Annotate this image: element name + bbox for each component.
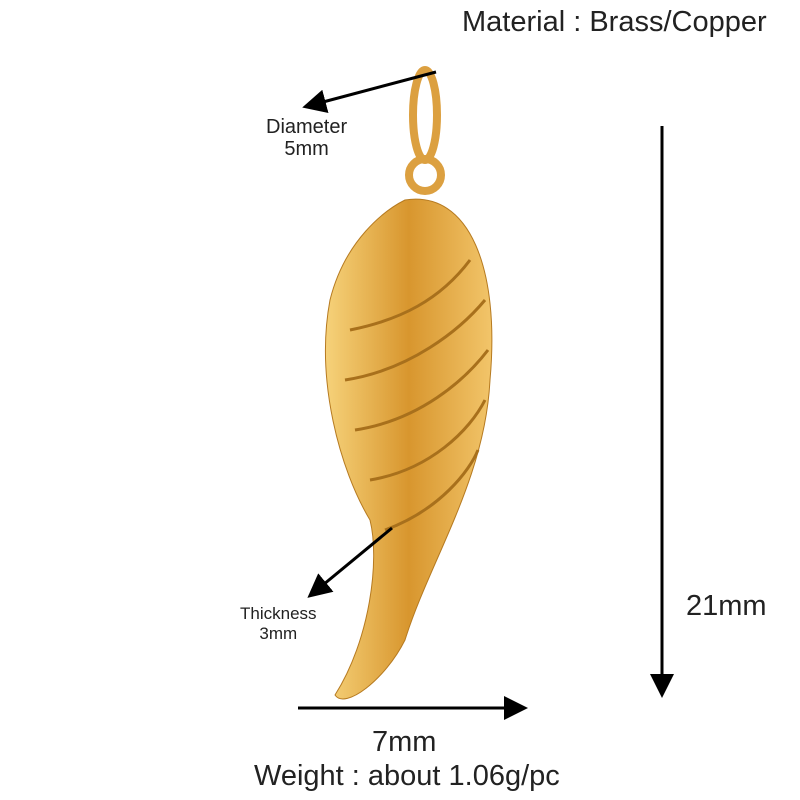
weight-label: Weight : about 1.06g/pc	[254, 760, 560, 792]
diameter-value: 5mm	[284, 138, 329, 160]
jump-ring	[409, 66, 441, 164]
bail-loop	[405, 155, 445, 195]
wing-pendant	[325, 198, 493, 700]
height-label: 21mm	[686, 590, 767, 622]
material-label: Material : Brass/Copper	[462, 6, 767, 38]
thickness-arrow	[307, 526, 393, 598]
thickness-label: Thickness	[240, 604, 317, 623]
thickness-value: 3mm	[259, 624, 298, 643]
diameter-arrow	[302, 70, 437, 113]
width-label: 7mm	[372, 726, 437, 758]
diameter-label: Diameter	[266, 116, 348, 138]
